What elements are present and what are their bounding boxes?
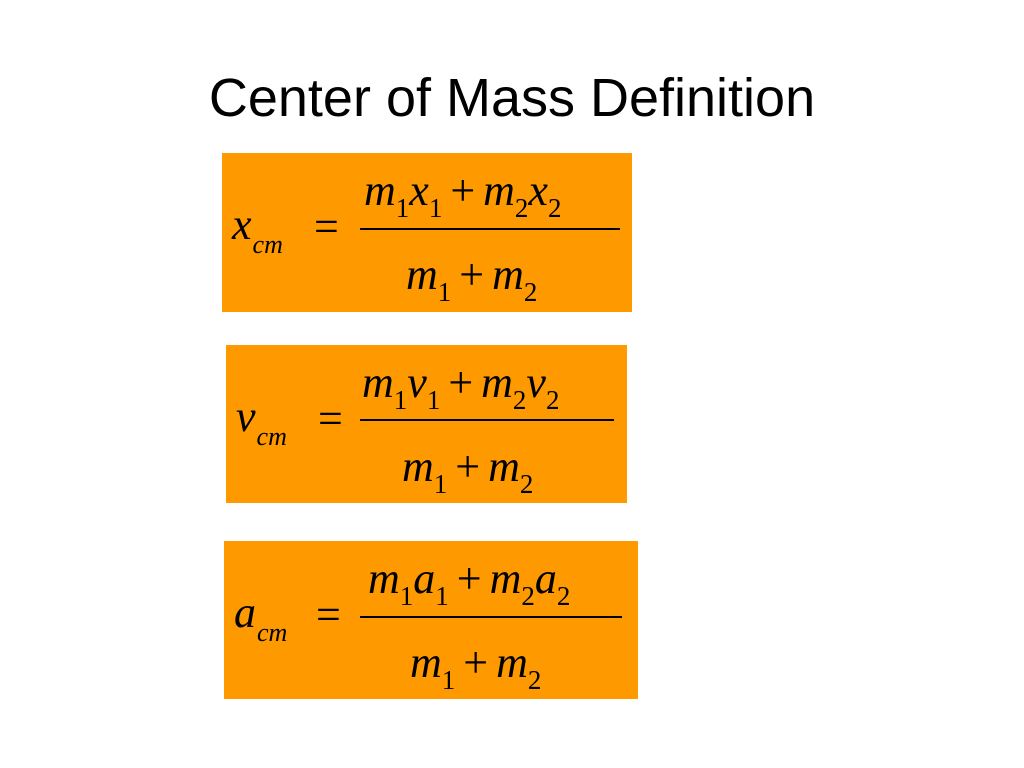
mass-1: m	[368, 554, 400, 603]
mass-2-subscript: 2	[521, 581, 535, 611]
equation-box-acceleration: acm = m1a1+m2a2 m1+m2	[224, 541, 638, 699]
mass-1-subscript: 1	[393, 385, 408, 415]
denominator: m1+m2	[402, 441, 533, 499]
quantity-1: a	[413, 554, 436, 603]
lhs-variable: a	[234, 588, 256, 637]
equals-sign: =	[314, 202, 339, 251]
slide-title: Center of Mass Definition	[208, 68, 816, 128]
quantity-1-subscript: 1	[426, 385, 441, 415]
mass-2-subscript: 2	[519, 469, 534, 499]
lhs-variable: v	[236, 392, 256, 441]
mass-1: m	[364, 166, 396, 215]
mass-1-subscript: 1	[399, 581, 414, 611]
mass-2: m	[489, 554, 522, 603]
quantity-2: x	[528, 166, 548, 215]
numerator: m1v1+m2v2	[362, 357, 559, 415]
lhs-variable: x	[232, 200, 252, 249]
mass-1: m	[402, 442, 434, 491]
fraction-bar	[360, 419, 614, 421]
equation-lhs: acm	[234, 587, 287, 647]
lhs-subscript: cm	[256, 422, 287, 451]
quantity-2: v	[526, 358, 546, 407]
mass-1: m	[410, 638, 442, 687]
equation-box-velocity: vcm = m1v1+m2v2 m1+m2	[226, 345, 627, 503]
numerator: m1x1+m2x2	[364, 165, 561, 223]
quantity-2-subscript: 2	[545, 385, 560, 415]
numerator: m1a1+m2a2	[368, 553, 570, 611]
plus-sign: +	[450, 166, 476, 215]
mass-2: m	[481, 358, 513, 407]
quantity-2: a	[534, 554, 557, 603]
lhs-subscript: cm	[252, 230, 283, 259]
mass-1: m	[362, 358, 394, 407]
plus-sign: +	[456, 554, 482, 603]
equals-sign: =	[316, 590, 341, 639]
fraction-bar	[360, 616, 622, 618]
denominator: m1+m2	[410, 637, 541, 695]
plus-sign: +	[459, 250, 485, 299]
quantity-1-subscript: 1	[428, 193, 443, 223]
mass-2-subscript: 2	[514, 193, 529, 223]
mass-2: m	[483, 166, 515, 215]
fraction-bar	[360, 228, 620, 230]
equation-lhs: xcm	[232, 199, 283, 259]
quantity-1: x	[409, 166, 429, 215]
quantity-1: v	[407, 358, 427, 407]
quantity-2-subscript: 2	[556, 581, 571, 611]
mass-1-subscript: 1	[437, 277, 452, 307]
mass-1-subscript: 1	[441, 665, 456, 695]
equation-box-position: xcm = m1x1+m2x2 m1+m2	[222, 153, 632, 312]
mass-1-subscript: 1	[395, 193, 410, 223]
plus-sign: +	[448, 358, 474, 407]
plus-sign: +	[463, 638, 489, 687]
mass-2-subscript: 2	[523, 277, 538, 307]
quantity-2-subscript: 2	[547, 193, 562, 223]
mass-2: m	[496, 638, 528, 687]
equation-lhs: vcm	[236, 391, 287, 451]
mass-2-subscript: 2	[512, 385, 527, 415]
mass-2: m	[492, 250, 524, 299]
plus-sign: +	[455, 442, 481, 491]
mass-1-subscript: 1	[433, 469, 448, 499]
quantity-1-subscript: 1	[435, 581, 449, 611]
equals-sign: =	[318, 394, 343, 443]
mass-1: m	[406, 250, 438, 299]
mass-2: m	[488, 442, 520, 491]
lhs-subscript: cm	[257, 618, 288, 647]
denominator: m1+m2	[406, 249, 537, 307]
mass-2-subscript: 2	[527, 665, 542, 695]
